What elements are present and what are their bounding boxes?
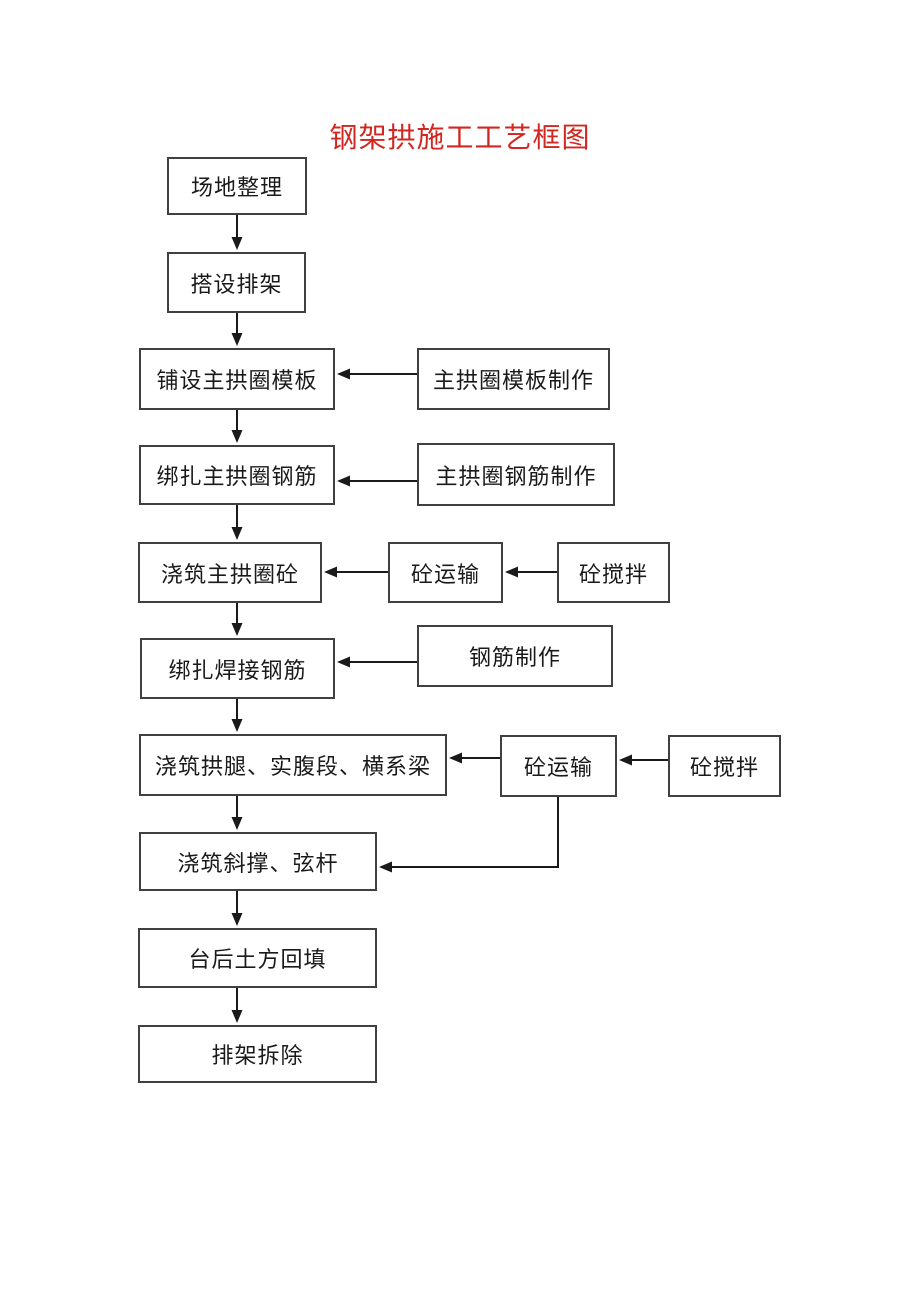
node-concrete-mixing-1: 砼搅拌 [557,542,670,603]
edge-transportb-pourbraces [379,797,559,873]
diagram-title: 钢架拱施工工艺框图 [329,123,591,154]
node-pour-braces: 浇筑斜撑、弦杆 [139,832,377,891]
node-erect-scaffold: 搭设排架 [167,252,306,313]
node-concrete-transport-1: 砼运输 [388,542,503,603]
node-site-prep: 场地整理 [167,157,307,215]
node-make-formwork: 主拱圈模板制作 [417,348,610,410]
node-pour-main-arch: 浇筑主拱圈砼 [138,542,322,603]
node-concrete-transport-2: 砼运输 [500,735,617,797]
node-tie-weld-rebar: 绑扎焊接钢筋 [140,638,335,699]
node-lay-formwork: 铺设主拱圈模板 [139,348,335,410]
node-make-main-rebar: 主拱圈钢筋制作 [417,443,615,506]
node-remove-scaffold: 排架拆除 [138,1025,377,1083]
node-pour-legs: 浇筑拱腿、实腹段、横系梁 [139,734,447,796]
node-concrete-mixing-2: 砼搅拌 [668,735,781,797]
node-make-rebar: 钢筋制作 [417,625,613,687]
node-tie-main-rebar: 绑扎主拱圈钢筋 [139,445,335,505]
node-backfill: 台后土方回填 [138,928,377,988]
